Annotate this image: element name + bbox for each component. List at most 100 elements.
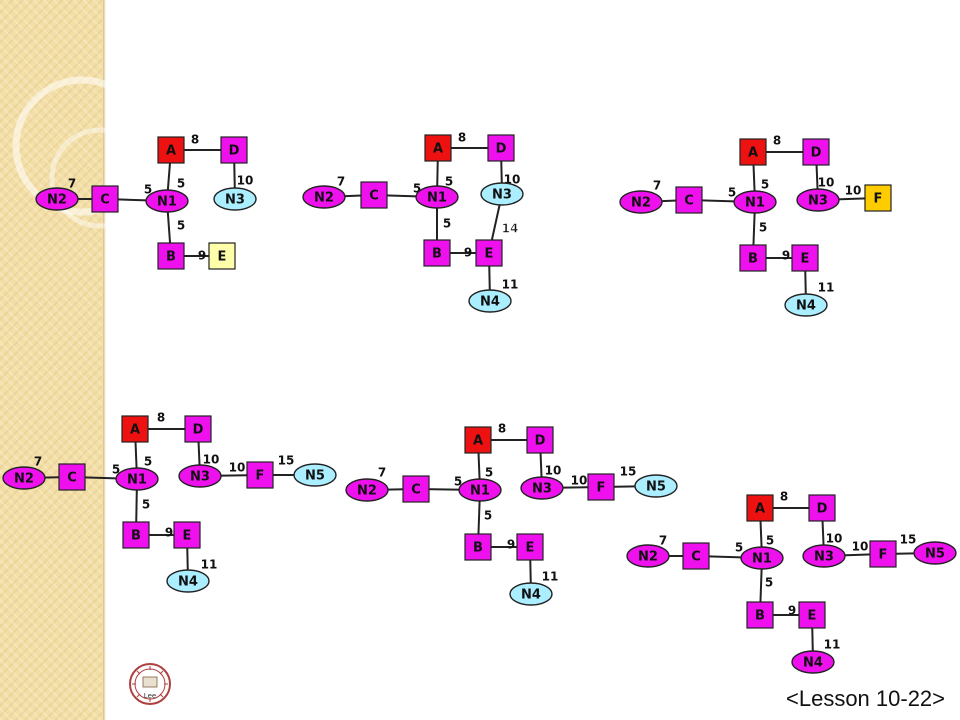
node-N2: N2 — [302, 185, 346, 209]
node-N4: N4 — [791, 650, 835, 674]
ring-inner — [49, 127, 151, 229]
node-label-N4: N4 — [521, 588, 541, 603]
node-box-C — [58, 463, 86, 491]
node-ellipse-N5 — [913, 541, 957, 565]
edge-weight-N3-F: 10 — [852, 540, 869, 554]
node-box-A — [464, 426, 492, 454]
node-F: F — [587, 473, 615, 501]
node-B: B — [746, 601, 774, 629]
node-D: D — [802, 138, 830, 166]
node-label-N4: N4 — [480, 295, 500, 310]
node-label-F: F — [874, 192, 883, 207]
node-ellipse-N1 — [415, 185, 459, 209]
edge-weight-N1-B: 5 — [765, 576, 773, 590]
node-label-A: A — [166, 144, 176, 159]
node-ellipse-N3 — [178, 464, 222, 488]
node-box-A — [424, 134, 452, 162]
edge-weight-E-N4: 11 — [542, 570, 559, 584]
edge-weight-B-E: 9 — [782, 249, 790, 263]
edge-weight-D-N3: 10 — [203, 453, 220, 467]
node-N2: N2 — [2, 466, 46, 490]
edge-weight-A-N1: 5 — [177, 177, 185, 191]
node-label-N5: N5 — [925, 547, 945, 562]
node-ellipse-N3 — [796, 188, 840, 212]
edge-weight-N1-B: 5 — [484, 509, 492, 523]
node-E: E — [475, 239, 503, 267]
node-label-A: A — [748, 146, 758, 161]
node-box-B — [464, 533, 492, 561]
node-box-F — [864, 184, 892, 212]
edge-weight-N2-C: 7 — [653, 179, 661, 193]
node-label-A: A — [130, 423, 140, 438]
node-ellipse-N3 — [520, 476, 564, 500]
node-box-D — [802, 138, 830, 166]
lesson-label: <Lesson 10-22> — [786, 686, 946, 711]
edge-weight-B-E: 9 — [788, 604, 796, 618]
node-C: C — [58, 463, 86, 491]
node-label-N3: N3 — [808, 194, 828, 209]
node-ellipse-N4 — [509, 582, 553, 606]
edge-weight-N3-E: 14 — [502, 222, 519, 236]
node-N5: N5 — [293, 463, 337, 487]
edge-weight-D-N3: 10 — [545, 464, 562, 478]
edge-weight-N3-F: 10 — [845, 184, 862, 198]
node-A: A — [424, 134, 452, 162]
node-F: F — [246, 461, 274, 489]
node-N1: N1 — [733, 190, 777, 214]
node-D: D — [487, 134, 515, 162]
node-N1: N1 — [458, 478, 502, 502]
node-N5: N5 — [634, 474, 678, 498]
edge-weight-C-N1: 5 — [735, 541, 743, 555]
node-ellipse-N2 — [35, 187, 79, 211]
edge-weight-B-E: 9 — [464, 246, 472, 260]
edge-weight-C-N1: 5 — [454, 475, 462, 489]
node-N4: N4 — [166, 569, 210, 593]
node-ellipse-N2 — [626, 544, 670, 568]
node-box-D — [220, 136, 248, 164]
node-label-B: B — [755, 609, 765, 624]
node-A: A — [121, 415, 149, 443]
edge-weight-N1-B: 5 — [443, 217, 451, 231]
node-label-N4: N4 — [803, 656, 823, 671]
node-N4: N4 — [509, 582, 553, 606]
node-box-C — [675, 186, 703, 214]
node-ellipse-N2 — [2, 466, 46, 490]
node-B: B — [157, 242, 185, 270]
node-box-E — [173, 521, 201, 549]
node-B: B — [423, 239, 451, 267]
edge-weight-N2-C: 7 — [68, 177, 76, 191]
node-label-A: A — [755, 502, 765, 517]
node-label-E: E — [218, 250, 227, 265]
node-label-C: C — [100, 193, 110, 208]
node-ellipse-N3 — [802, 544, 846, 568]
node-N5: N5 — [913, 541, 957, 565]
edge-weight-A-N1: 5 — [485, 466, 493, 480]
node-D: D — [220, 136, 248, 164]
node-C: C — [91, 185, 119, 213]
node-box-E — [791, 244, 819, 272]
node-label-C: C — [411, 483, 421, 498]
edge-weight-C-N1: 5 — [728, 186, 736, 200]
node-D: D — [808, 494, 836, 522]
node-box-D — [487, 134, 515, 162]
node-label-N2: N2 — [14, 472, 34, 487]
node-label-B: B — [473, 541, 483, 556]
edge-weight-A-N1: 5 — [445, 175, 453, 189]
node-C: C — [360, 181, 388, 209]
node-N3: N3 — [213, 187, 257, 211]
node-C: C — [675, 186, 703, 214]
node-label-E: E — [485, 247, 494, 262]
node-label-A: A — [433, 142, 443, 157]
edge-weight-A-D: 8 — [157, 411, 165, 425]
node-box-A — [157, 136, 185, 164]
node-box-C — [91, 185, 119, 213]
node-D: D — [526, 426, 554, 454]
edge-weight-A-N1: 5 — [761, 178, 769, 192]
node-label-D: D — [229, 144, 240, 159]
node-box-B — [746, 601, 774, 629]
